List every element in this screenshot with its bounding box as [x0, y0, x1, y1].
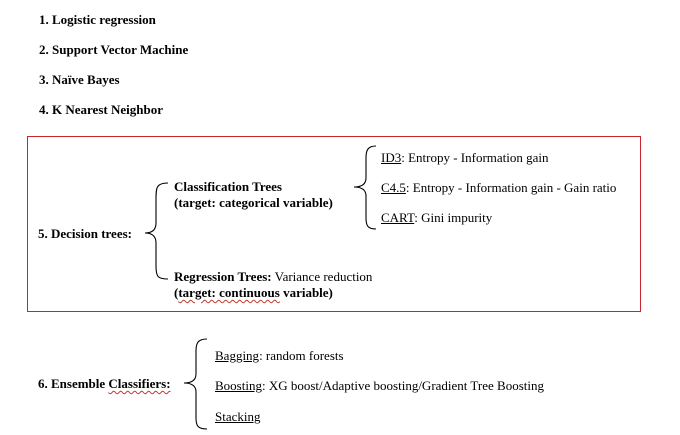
decision-trees-box — [27, 136, 641, 312]
method-c45: C4.5: Entropy - Information gain - Gain … — [381, 180, 616, 196]
ensemble-brace — [183, 338, 208, 430]
regression-target-text: target: continuous — [178, 285, 280, 300]
decision-trees-brace — [144, 182, 169, 280]
classification-trees-target: (target: categorical variable) — [174, 195, 333, 210]
regression-target-open: ( — [174, 285, 179, 300]
bagging-desc: : random forests — [259, 348, 344, 363]
method-id3: ID3: Entropy - Information gain — [381, 150, 549, 166]
ensemble-label-text: 6. Ensemble — [38, 376, 109, 391]
ensemble-item-bagging: Bagging: random forests — [215, 348, 344, 364]
boosting-desc: : XG boost/Adaptive boosting/Gradient Tr… — [261, 378, 544, 393]
method-id3-desc: : Entropy - Information gain — [401, 150, 549, 165]
decision-trees-label: 5. Decision trees: — [38, 226, 132, 241]
list-item-svm: 2. Support Vector Machine — [39, 42, 189, 57]
boosting-name: Boosting — [215, 378, 262, 393]
method-cart-desc: : Gini impurity — [414, 210, 493, 225]
ensemble-label: 6. Ensemble Classifiers: — [38, 376, 171, 392]
regression-trees-line: Regression Trees: Variance reduction — [174, 269, 372, 285]
method-c45-name: C4.5 — [381, 180, 406, 195]
method-cart: CART: Gini impurity — [381, 210, 492, 226]
ensemble-label-classifiers: Classifiers: — [108, 376, 171, 391]
method-c45-desc: : Entropy - Information gain - Gain rati… — [405, 180, 617, 195]
ensemble-item-boosting: Boosting: XG boost/Adaptive boosting/Gra… — [215, 378, 544, 394]
list-item-logistic-regression: 1. Logistic regression — [39, 12, 156, 27]
ensemble-item-stacking: Stacking — [215, 409, 261, 425]
method-id3-name: ID3 — [381, 150, 402, 165]
regression-trees-target: (target: continuous variable) — [174, 285, 333, 301]
stacking-name: Stacking — [215, 409, 261, 424]
method-cart-name: CART — [381, 210, 415, 225]
list-item-naive-bayes: 3. Naïve Bayes — [39, 72, 120, 87]
classification-brace — [353, 145, 377, 230]
bagging-name: Bagging — [215, 348, 260, 363]
list-item-knn: 4. K Nearest Neighbor — [39, 102, 163, 117]
regression-trees-desc: Variance reduction — [271, 269, 373, 284]
regression-trees-title: Regression Trees: — [174, 269, 272, 284]
regression-target-close: variable) — [279, 285, 333, 300]
classification-trees-title: Classification Trees — [174, 179, 282, 194]
